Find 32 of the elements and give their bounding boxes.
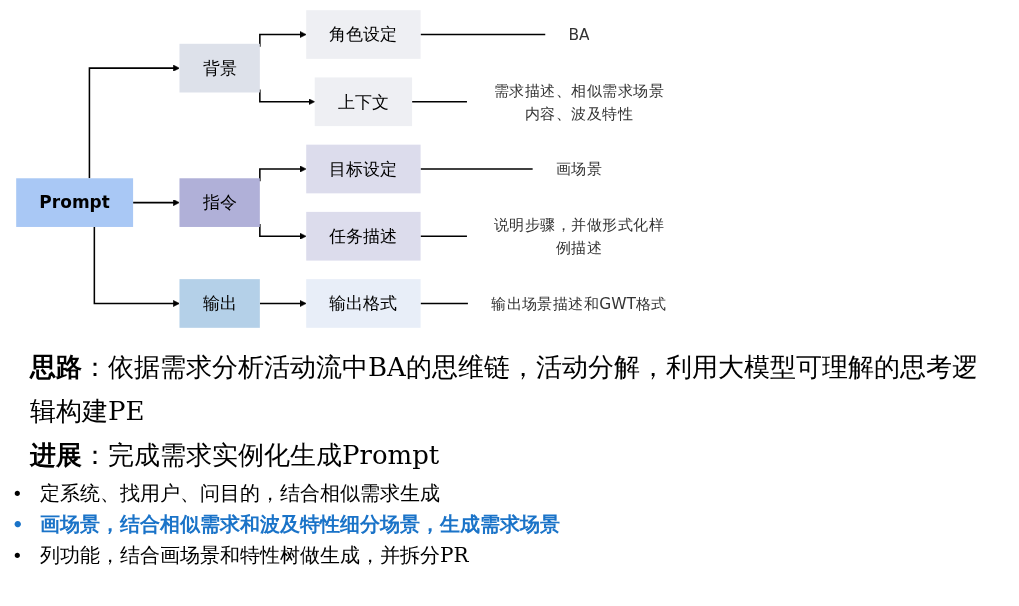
bullet-item: 画场景，结合相似需求和波及特性细分场景，生成需求场景	[40, 511, 560, 538]
node-box: 角色设定	[306, 10, 421, 59]
node-text: 说明步骤，并做形式化样例描述	[494, 215, 665, 258]
node-box: 指令	[179, 178, 260, 227]
bullet-marker: •	[12, 544, 24, 568]
arrow	[88, 64, 180, 180]
bullet-marker: •	[12, 513, 25, 537]
bullet-marker: •	[12, 482, 24, 506]
arrow	[132, 199, 180, 206]
node-text: 输出场景描述和GWT格式	[491, 294, 667, 313]
note-paragraph: 进展：完成需求实例化生成Prompt	[30, 439, 441, 472]
connector	[411, 101, 468, 103]
node-box: 上下文	[314, 77, 413, 127]
node-text: 画场景	[555, 159, 603, 179]
note-paragraph: 思路：依据需求分析活动流中BA的思维链，活动分解，利用大模型可理解的思考逻辑构建PE	[30, 351, 979, 428]
connector	[419, 168, 534, 170]
connector	[419, 33, 547, 36]
connector	[419, 235, 468, 237]
node-box: 任务描述	[306, 211, 421, 261]
arrow	[259, 223, 307, 240]
arrow	[93, 226, 180, 307]
bullet-item: 列功能，结合画场景和特性树做生成，并拆分PR	[40, 542, 469, 569]
node-text: 需求描述、相似需求场景内容、波及特性	[494, 80, 665, 123]
arrow	[259, 300, 307, 307]
node-box: Prompt	[16, 178, 134, 227]
node-box: 输出格式	[306, 279, 421, 328]
bullet-item: 定系统、找用户、问目的，结合相似需求生成	[40, 480, 440, 507]
node-box: 目标设定	[306, 144, 421, 194]
node-box: 背景	[179, 43, 260, 93]
connector	[419, 302, 469, 305]
node-box: 输出	[179, 279, 260, 328]
node-text: BA	[568, 25, 590, 44]
